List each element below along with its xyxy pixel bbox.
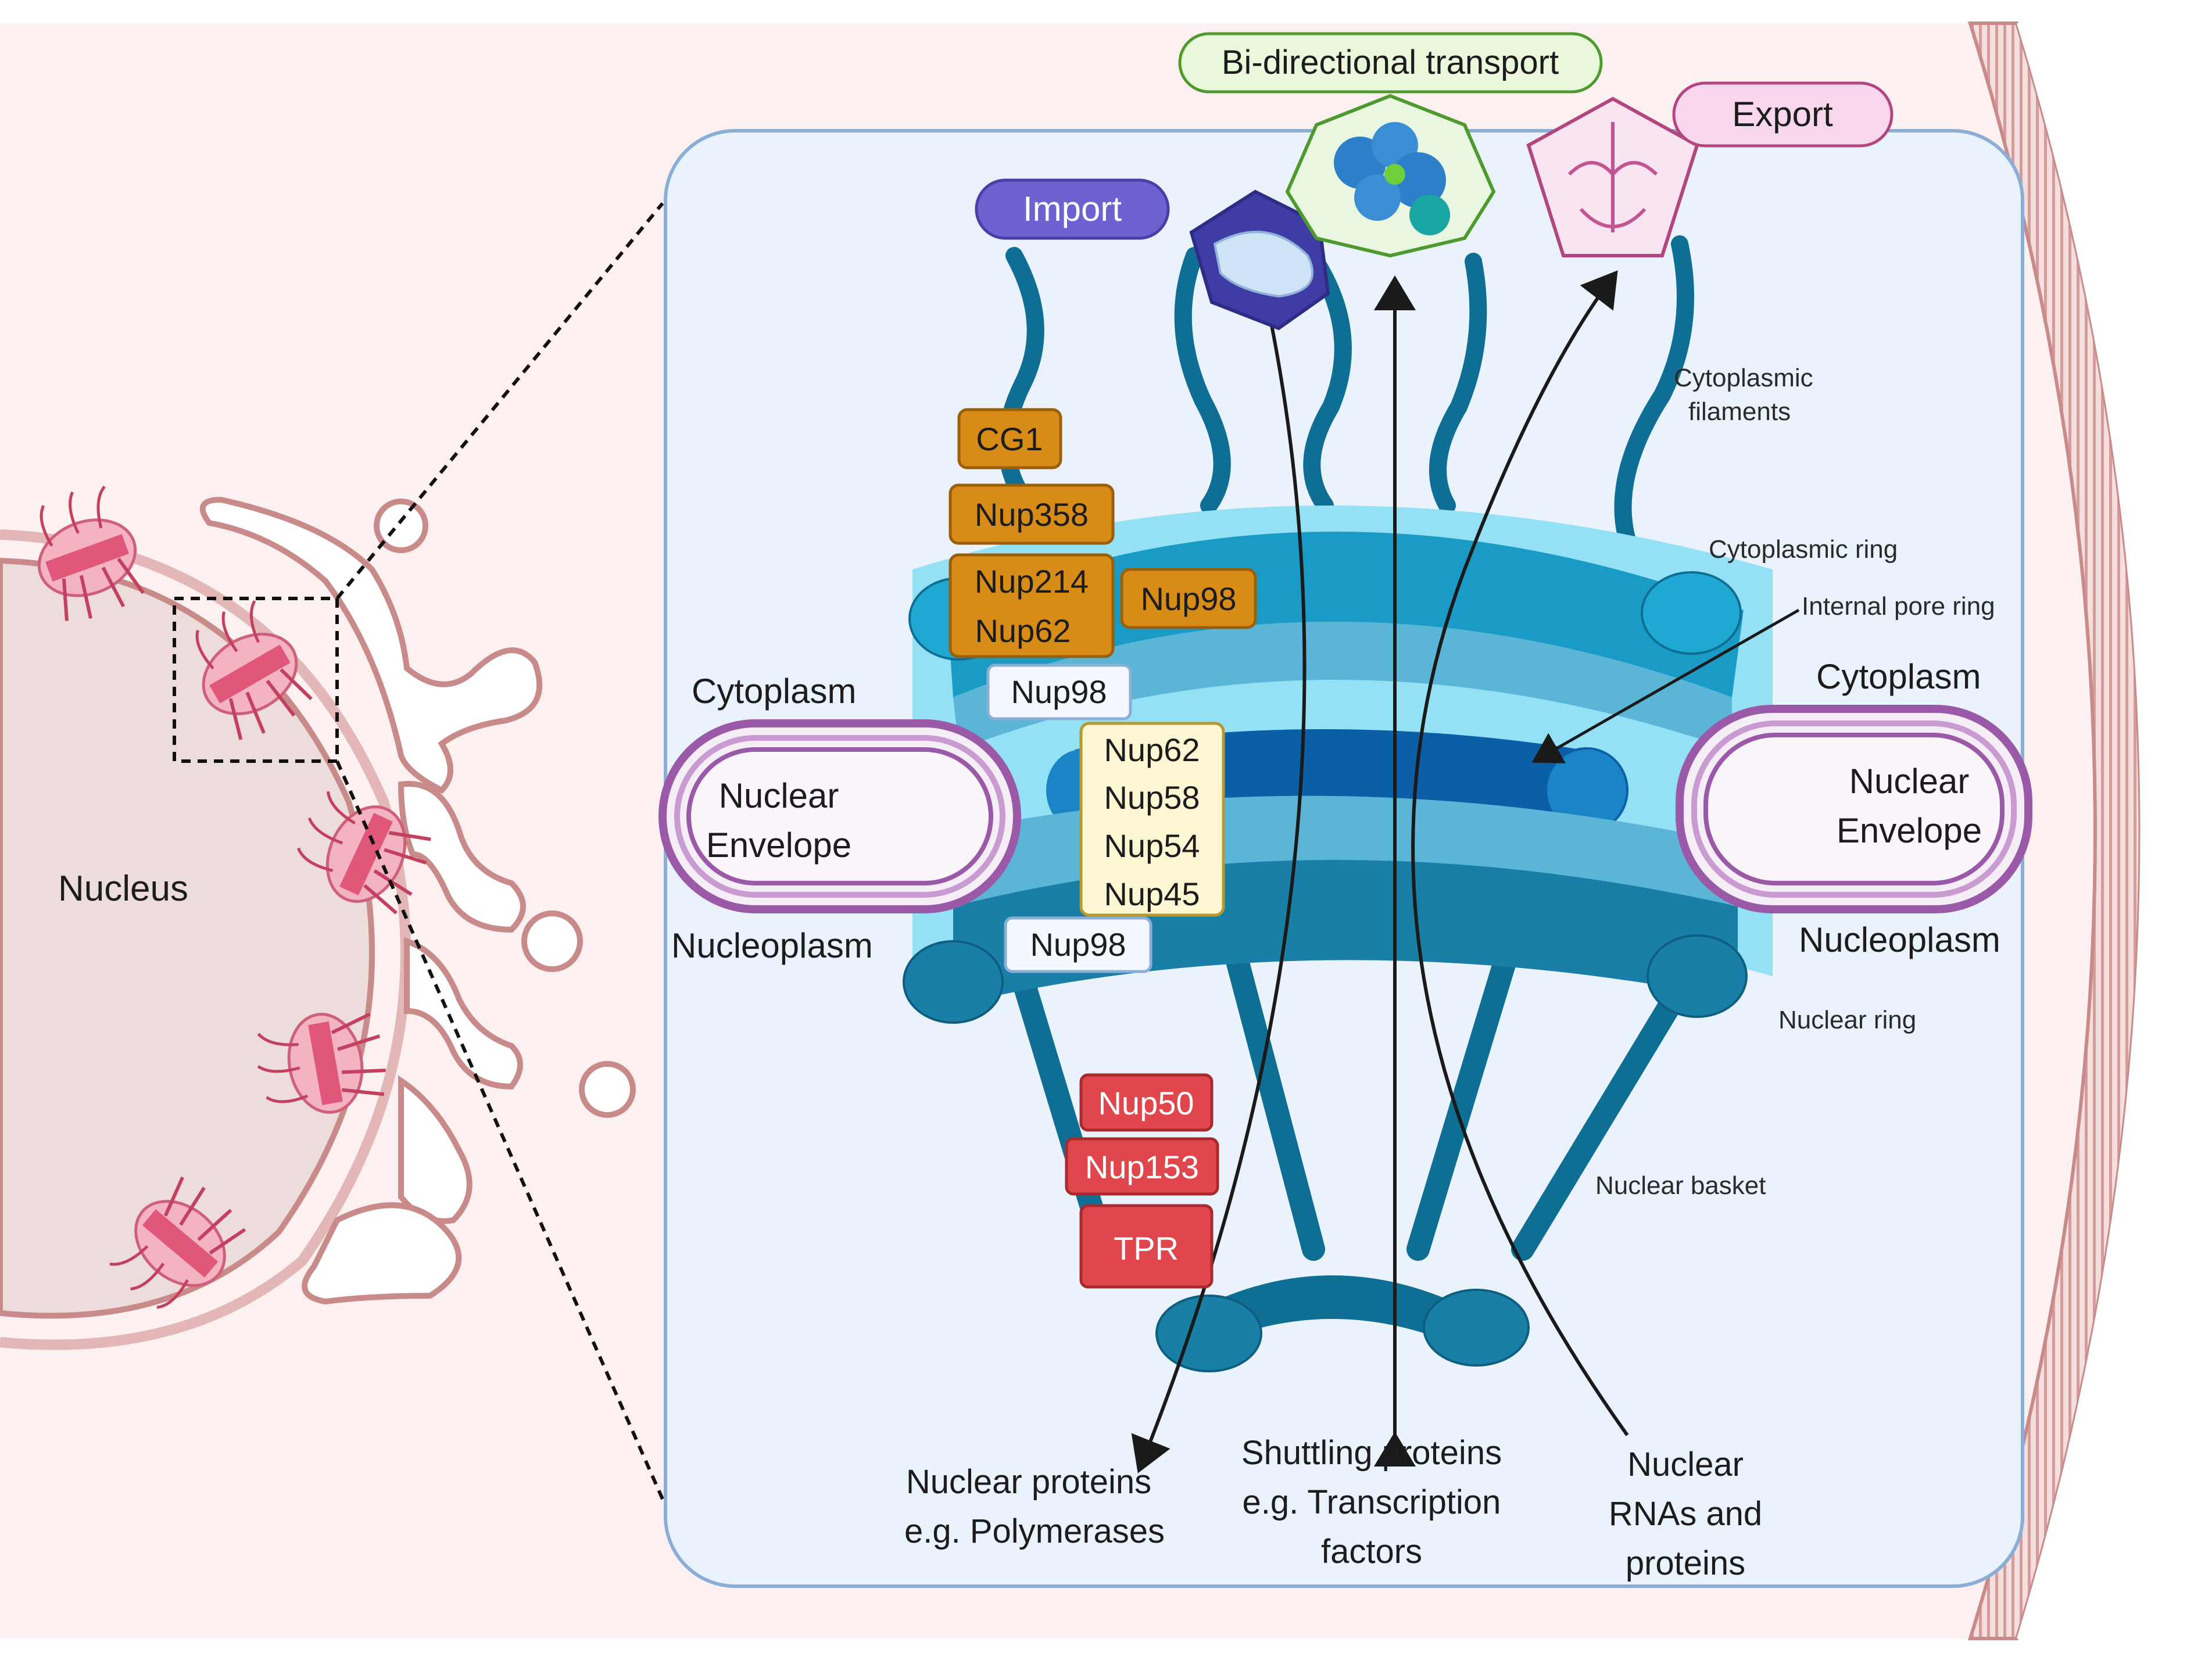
small-pores xyxy=(37,485,431,1309)
nup358-label: Nup358 xyxy=(975,496,1089,533)
nup358-box: Nup358 xyxy=(948,483,1115,545)
nuclear-rnas-label-2: RNAs and xyxy=(1609,1495,1762,1533)
nup58-label: Nup58 xyxy=(1104,779,1200,816)
structure-labels: Cytoplasmic filaments Cytoplasmic ring I… xyxy=(671,364,2000,1200)
import-label: Import xyxy=(1023,189,1122,228)
cytoplasmic-ring-label: Cytoplasmic ring xyxy=(1709,535,1898,564)
nup98-side-label: Nup98 xyxy=(1140,580,1236,617)
shuttling-proteins-label-2: e.g. Transcription xyxy=(1243,1483,1501,1521)
nup153-label: Nup153 xyxy=(1085,1149,1199,1185)
nup98-upper-box: Nup98 xyxy=(986,664,1132,720)
cytoplasmic-filaments-label-1: Cytoplasmic xyxy=(1674,364,1813,392)
bidirectional-badge: Bi-directional transport xyxy=(1178,32,1603,258)
nup-boxes: CG1 Nup358 Nup214 Nup62 Nup98 Nup98 Nup6… xyxy=(948,408,1257,1289)
nuclear-envelope-left xyxy=(658,719,1021,913)
cargo-labels: Nuclear proteins e.g. Polymerases Shuttl… xyxy=(904,1434,1762,1582)
nup214-nup62-box: Nup214 Nup62 xyxy=(948,553,1115,658)
nup45-label: Nup45 xyxy=(1104,876,1200,912)
export-label: Export xyxy=(1732,95,1833,134)
nucleoplasm-right-label: Nucleoplasm xyxy=(1799,920,2000,959)
cytoplasm-left-label: Cytoplasm xyxy=(692,672,856,711)
central-nups-box: Nup62 Nup58 Nup54 Nup45 xyxy=(1079,722,1225,917)
zoom-line-bottom xyxy=(335,760,664,1500)
nup98-side-box: Nup98 xyxy=(1120,568,1257,629)
nuclear-envelope-left-label-1: Nuclear xyxy=(719,776,839,815)
internal-pore-ring-label: Internal pore ring xyxy=(1802,592,1995,621)
nup54-label: Nup54 xyxy=(1104,827,1200,864)
nuclear-envelope-left-label-2: Envelope xyxy=(706,826,851,865)
nuclear-proteins-label-1: Nuclear proteins xyxy=(906,1463,1151,1501)
tpr-label: TPR xyxy=(1114,1230,1179,1267)
nup98-upper-label: Nup98 xyxy=(1011,673,1107,710)
nuclear-envelope-right xyxy=(1676,705,2032,913)
nuclear-rnas-label-1: Nuclear xyxy=(1627,1446,1744,1483)
nuclear-envelope-right-label-1: Nuclear xyxy=(1849,762,1970,801)
zoom-line-top xyxy=(335,202,664,600)
nuclear-envelope-right-label-2: Envelope xyxy=(1837,811,1982,850)
shuttling-proteins-label-1: Shuttling proteins xyxy=(1241,1434,1502,1472)
nup62-top-label: Nup62 xyxy=(975,612,1071,649)
nup153-box: Nup153 xyxy=(1065,1137,1219,1196)
nup50-box: Nup50 xyxy=(1079,1073,1214,1132)
nuclear-proteins-label-2: e.g. Polymerases xyxy=(904,1512,1165,1550)
cytoplasmic-filaments-label-2: filaments xyxy=(1688,397,1791,426)
nuclear-ring-label: Nuclear ring xyxy=(1778,1006,1916,1034)
zoom-box xyxy=(173,597,339,763)
nup50-label: Nup50 xyxy=(1098,1085,1194,1121)
cg1-box: CG1 xyxy=(957,408,1062,469)
endoplasmic-reticulum xyxy=(199,496,636,1305)
nuclear-basket-label: Nuclear basket xyxy=(1595,1171,1766,1200)
export-badge: Export xyxy=(1526,81,1894,257)
nup98-lower-box: Nup98 xyxy=(1004,916,1152,973)
nucleus-label: Nucleus xyxy=(58,869,188,909)
cytoplasmic-filaments xyxy=(998,235,1694,549)
import-badge: Import xyxy=(975,178,1330,331)
bidirectional-label: Bi-directional transport xyxy=(1222,44,1559,81)
nup62-center-label: Nup62 xyxy=(1104,732,1200,768)
nup214-label: Nup214 xyxy=(975,563,1089,600)
export-path-arrow xyxy=(1411,270,1629,1436)
cg1-label: CG1 xyxy=(976,421,1043,457)
nup98-lower-label: Nup98 xyxy=(1030,926,1126,963)
plasma-membrane xyxy=(1967,21,2212,1640)
shuttling-proteins-label-3: factors xyxy=(1321,1533,1422,1571)
nuclear-rnas-label-3: proteins xyxy=(1626,1544,1745,1582)
cytoplasm-right-label: Cytoplasm xyxy=(1816,657,1981,696)
tpr-box: TPR xyxy=(1079,1204,1214,1289)
nucleoplasm-left-label: Nucleoplasm xyxy=(671,926,873,965)
